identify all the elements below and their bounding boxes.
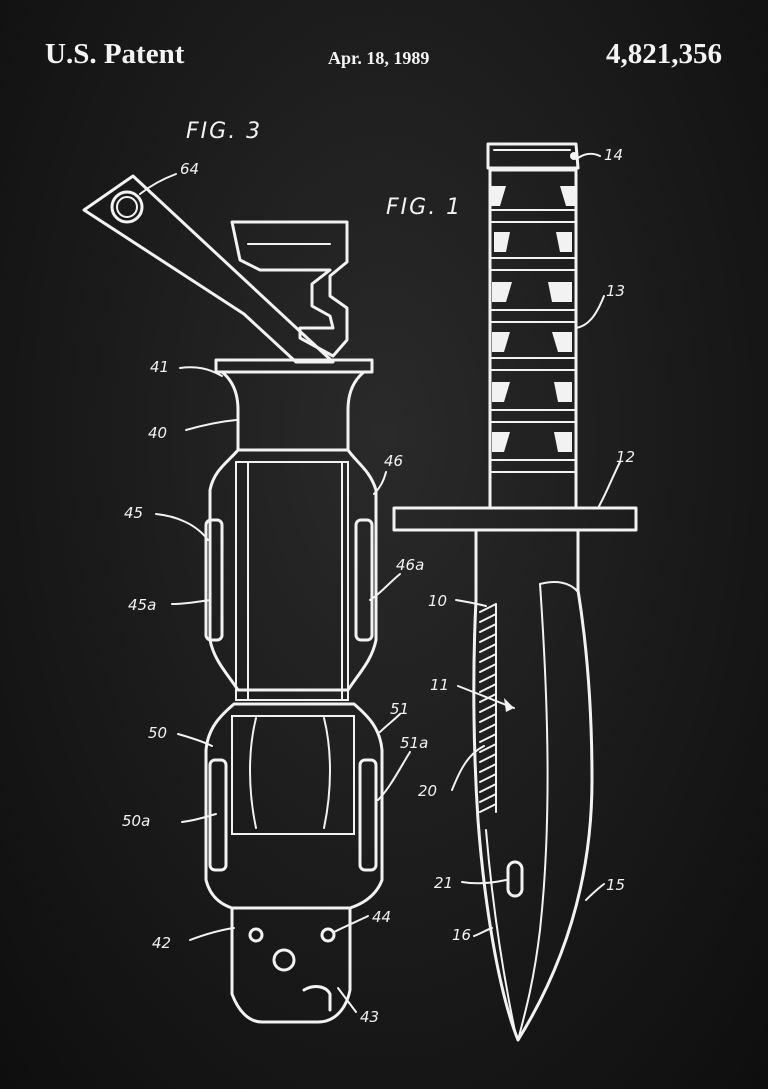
ref-10: 10 (428, 592, 447, 610)
sheath-upper-body (208, 448, 378, 692)
ref-40: 40 (148, 424, 167, 442)
top-clip (230, 220, 349, 358)
ref-14: 14 (604, 146, 623, 164)
sheath-tip (230, 906, 352, 1024)
patent-date: Apr. 18, 1989 (328, 48, 430, 68)
patent-header-label: U.S. Patent (45, 38, 185, 70)
ref-51a: 51a (400, 734, 428, 752)
right-slot (354, 518, 374, 642)
ref-12: 12 (616, 448, 635, 466)
ref-46: 46 (384, 452, 403, 470)
fig3-title: FIG. 3 (186, 119, 262, 144)
sheath-figure (82, 173, 411, 1024)
ref-15: 15 (606, 876, 625, 894)
patent-number: 4,821,356 (606, 38, 722, 70)
ref-50a: 50a (122, 812, 150, 830)
ref-11: 11 (430, 676, 449, 694)
ref-21: 21 (434, 874, 453, 892)
strap-grommet (110, 190, 144, 224)
left-slot (204, 518, 224, 642)
ref-16: 16 (452, 926, 471, 944)
knife-figure (392, 142, 638, 1042)
ref-13: 13 (606, 282, 625, 300)
ref-46a: 46a (396, 556, 424, 574)
strap (82, 174, 335, 364)
ref-44: 44 (372, 908, 391, 926)
ref-42: 42 (152, 934, 171, 952)
throat-collar (214, 358, 374, 374)
grip-rings (489, 186, 577, 473)
ref-45a: 45a (128, 596, 156, 614)
pommel (486, 142, 580, 170)
ref-20: 20 (418, 782, 437, 800)
ref-43: 43 (360, 1008, 379, 1026)
fig1-title: FIG. 1 (386, 195, 462, 220)
saw-back (479, 603, 497, 813)
cross-guard (392, 506, 638, 532)
ref-45: 45 (124, 504, 143, 522)
ref-41: 41 (150, 358, 169, 376)
ref-51: 51 (390, 700, 409, 718)
ref-50: 50 (148, 724, 167, 742)
wire-cutter-slot (506, 860, 524, 898)
ref-64: 64 (180, 160, 199, 178)
